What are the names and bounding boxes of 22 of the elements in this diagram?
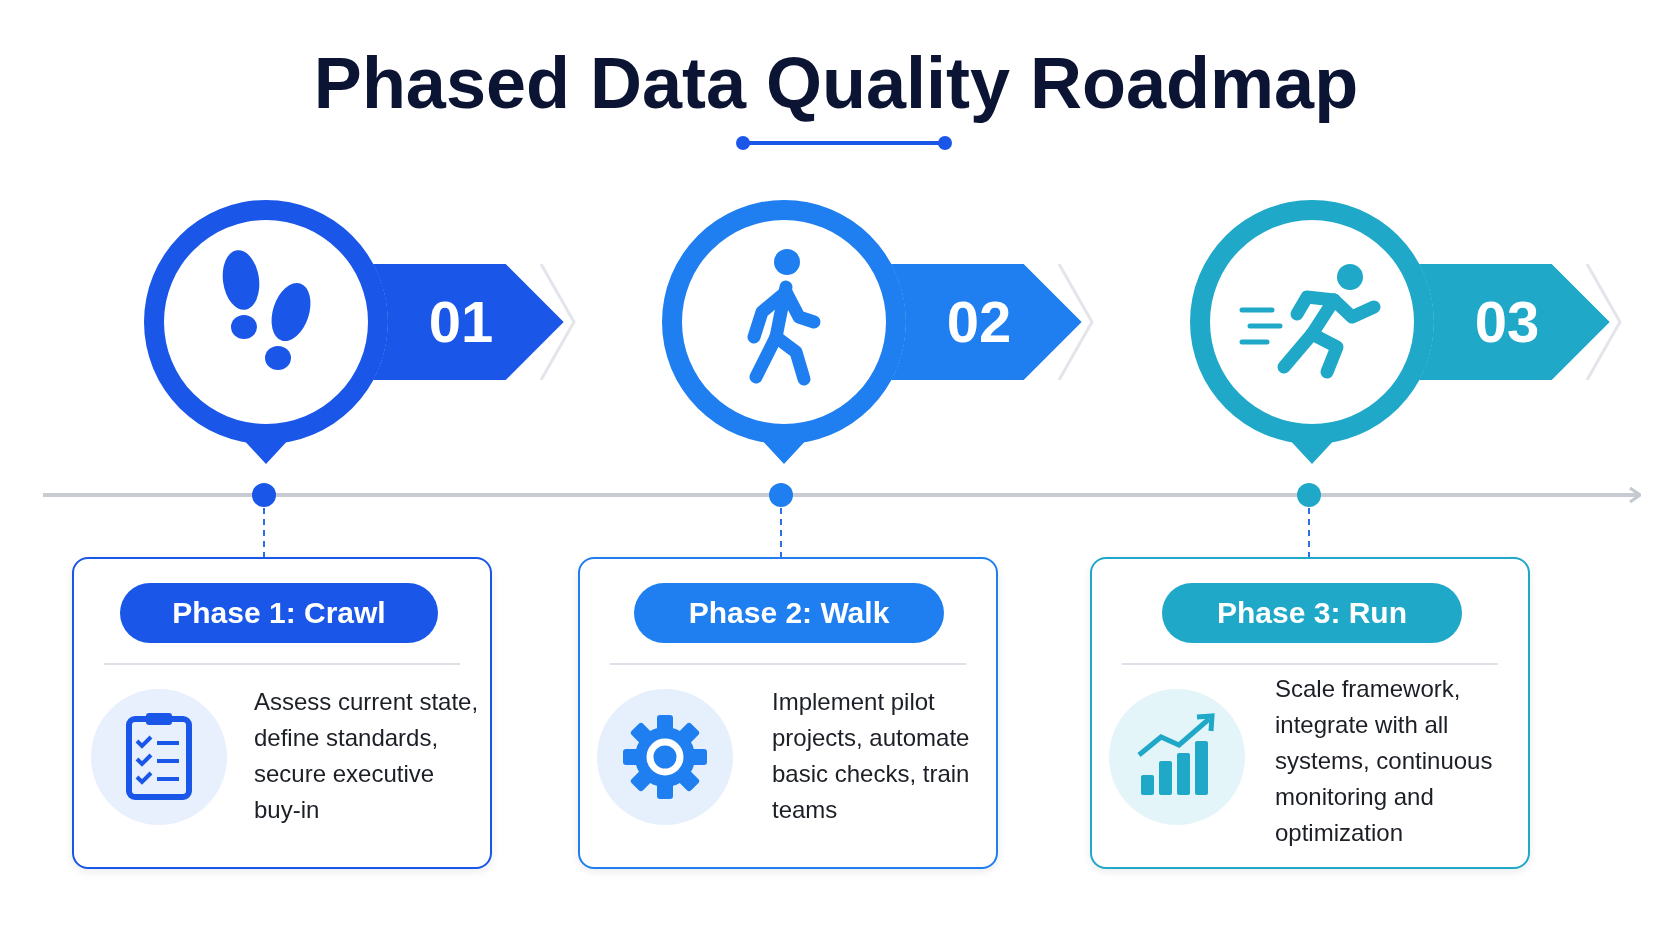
step-number: 01 [427, 288, 495, 356]
phase-pill: Phase 1: Crawl [120, 583, 438, 643]
description-text: Scale framework, integrate with all systems, continuous monitoring and optimization [1275, 674, 1494, 848]
arrow-banner [1419, 264, 1610, 380]
timeline-dot [1296, 482, 1322, 508]
description-text: Assess current state, define standards, secure executive buy-in [254, 687, 480, 825]
timeline-dot [768, 482, 794, 508]
dashed-connector [1308, 507, 1310, 558]
title: Phased Data Quality Roadmap [312, 42, 1360, 125]
step-number: 03 [1473, 288, 1541, 356]
description-text: Implement pilot projects, automate basic checks, train teams [772, 687, 971, 825]
phase-card [578, 557, 998, 869]
step-number: 02 [945, 288, 1013, 356]
dashed-connector [780, 507, 782, 558]
timeline-dot [251, 482, 277, 508]
arrow-banner [891, 264, 1082, 380]
phase-card [1090, 557, 1530, 869]
dashed-connector [263, 507, 265, 558]
arrow-banner [373, 264, 564, 380]
phase-pill: Phase 3: Run [1162, 583, 1462, 643]
phase-card [72, 557, 492, 869]
phase-pill: Phase 2: Walk [634, 583, 944, 643]
